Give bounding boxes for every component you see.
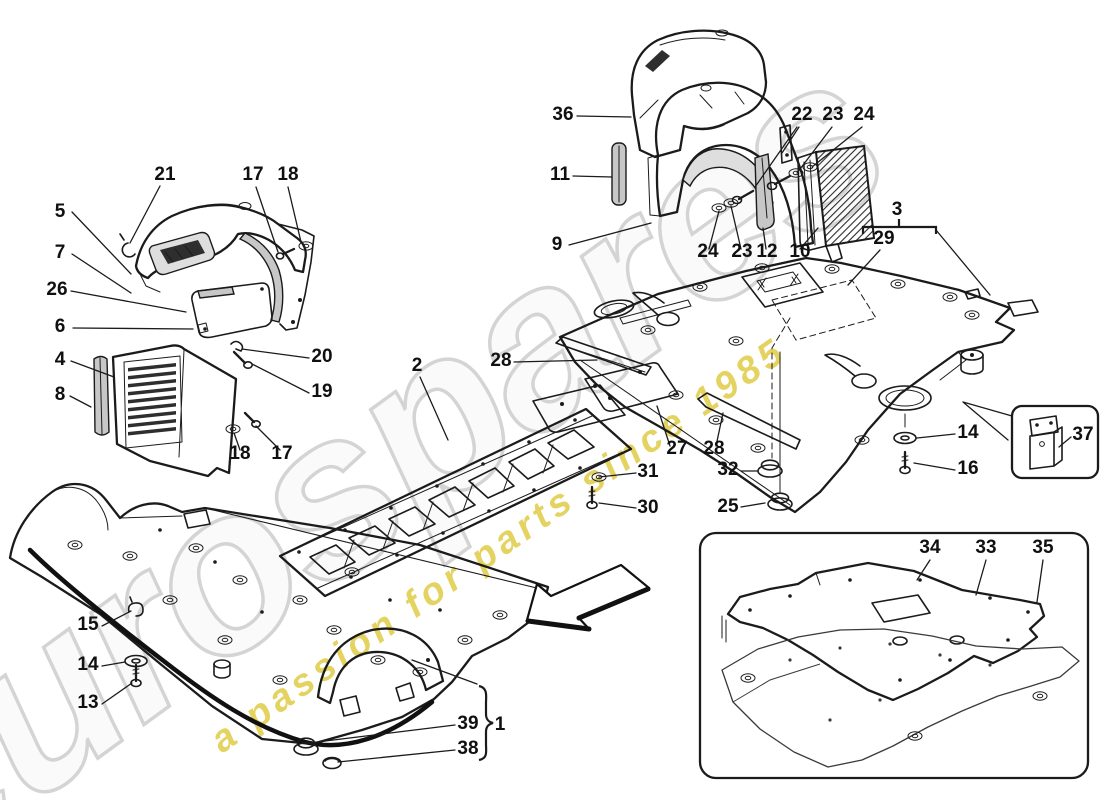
mount-bracket xyxy=(779,124,793,164)
callout-23-top: 23 xyxy=(822,104,843,125)
callout-35: 35 xyxy=(1032,537,1054,558)
callout-30: 30 xyxy=(637,497,658,518)
lower-flap-panel xyxy=(191,282,273,339)
callout-24-bottom: 24 xyxy=(697,241,719,262)
callout-33: 33 xyxy=(975,537,996,558)
callout-5: 5 xyxy=(55,201,66,222)
plate-27-a xyxy=(584,362,679,412)
callout-4: 4 xyxy=(55,349,66,370)
louvered-panel-4 xyxy=(111,344,238,478)
grommet-32 xyxy=(757,459,783,478)
callout-12: 12 xyxy=(756,241,777,262)
callout-28-a: 28 xyxy=(490,350,511,371)
callout-38: 38 xyxy=(457,738,478,759)
access-plate-29 xyxy=(741,262,824,308)
central-ladder-tray xyxy=(278,407,633,598)
callout-20: 20 xyxy=(311,346,332,367)
rear-undertray-panel xyxy=(558,256,1039,514)
callout-14-right: 14 xyxy=(957,422,979,443)
strip-28-a xyxy=(555,336,652,376)
callout-labels: 21 17 18 5 7 26 6 4 8 20 19 18 17 36 11 … xyxy=(46,104,1093,759)
callout-37: 37 xyxy=(1072,424,1093,445)
inset-box xyxy=(698,531,1090,780)
callout-17-top: 17 xyxy=(242,164,263,185)
callout-18-top: 18 xyxy=(277,164,298,185)
callout-36: 36 xyxy=(552,104,573,125)
mounting-boss xyxy=(960,354,984,375)
callout-21: 21 xyxy=(154,164,176,185)
bolt-17-lower xyxy=(251,419,262,428)
callout-27: 27 xyxy=(666,438,687,459)
clip-21 xyxy=(119,233,136,258)
front-undertray-panel xyxy=(8,482,550,770)
callout-19: 19 xyxy=(311,381,332,402)
callout-9: 9 xyxy=(552,234,563,255)
strip-8 xyxy=(93,355,110,436)
bracket-1 xyxy=(478,684,494,762)
callout-17-bottom: 17 xyxy=(271,443,292,464)
bolt-set-upper xyxy=(766,162,818,191)
clip-20 xyxy=(230,340,244,352)
callout-32: 32 xyxy=(717,459,738,480)
relay-bracket-box xyxy=(1010,404,1100,480)
outer-liner-36 xyxy=(630,29,768,159)
callout-10: 10 xyxy=(789,241,810,262)
callout-8: 8 xyxy=(55,384,66,405)
bracket-3 xyxy=(861,219,938,234)
bracket-37-flange xyxy=(1029,415,1059,437)
callout-39: 39 xyxy=(457,713,478,734)
callout-2: 2 xyxy=(412,355,423,376)
callout-18-bottom: 18 xyxy=(229,443,250,464)
strip-28-b xyxy=(697,392,801,450)
rear-wheelhouse-assembly xyxy=(611,29,876,263)
callout-31: 31 xyxy=(637,461,659,482)
bolt-19 xyxy=(243,360,254,369)
grommet-38 xyxy=(322,756,342,770)
callout-15: 15 xyxy=(77,614,99,635)
callout-23-bottom: 23 xyxy=(731,241,752,262)
clip-15 xyxy=(127,596,144,617)
callout-14-left: 14 xyxy=(77,654,99,675)
front-wheelhouse-assembly xyxy=(93,202,315,478)
bolt-17-upper xyxy=(275,252,285,260)
callout-22: 22 xyxy=(791,104,812,125)
front-liner-flange xyxy=(277,223,315,331)
callout-7: 7 xyxy=(55,242,66,263)
callout-1: 1 xyxy=(495,714,506,735)
bolt-16 xyxy=(898,450,912,475)
callout-26: 26 xyxy=(46,279,67,300)
callout-3: 3 xyxy=(892,199,903,220)
inset-upper-panel xyxy=(726,561,1046,702)
callout-6: 6 xyxy=(55,316,66,337)
leader-lines xyxy=(69,115,1072,763)
callout-13: 13 xyxy=(77,692,98,713)
inset-lower-panel xyxy=(721,628,1080,768)
callout-34: 34 xyxy=(919,537,941,558)
callout-29: 29 xyxy=(873,228,894,249)
washer-14-right xyxy=(893,431,917,445)
callout-11: 11 xyxy=(550,164,571,185)
bracket-37-body xyxy=(1029,426,1063,470)
bolt-set-lower xyxy=(711,189,755,213)
grommet-25 xyxy=(767,492,793,511)
callout-28-b: 28 xyxy=(703,438,724,459)
arch-flap xyxy=(316,627,445,705)
vent-grille-10 xyxy=(797,144,876,263)
callout-16: 16 xyxy=(957,458,978,479)
direction-arrow xyxy=(525,563,651,632)
callout-25: 25 xyxy=(717,496,739,517)
callout-24-top: 24 xyxy=(853,104,875,125)
